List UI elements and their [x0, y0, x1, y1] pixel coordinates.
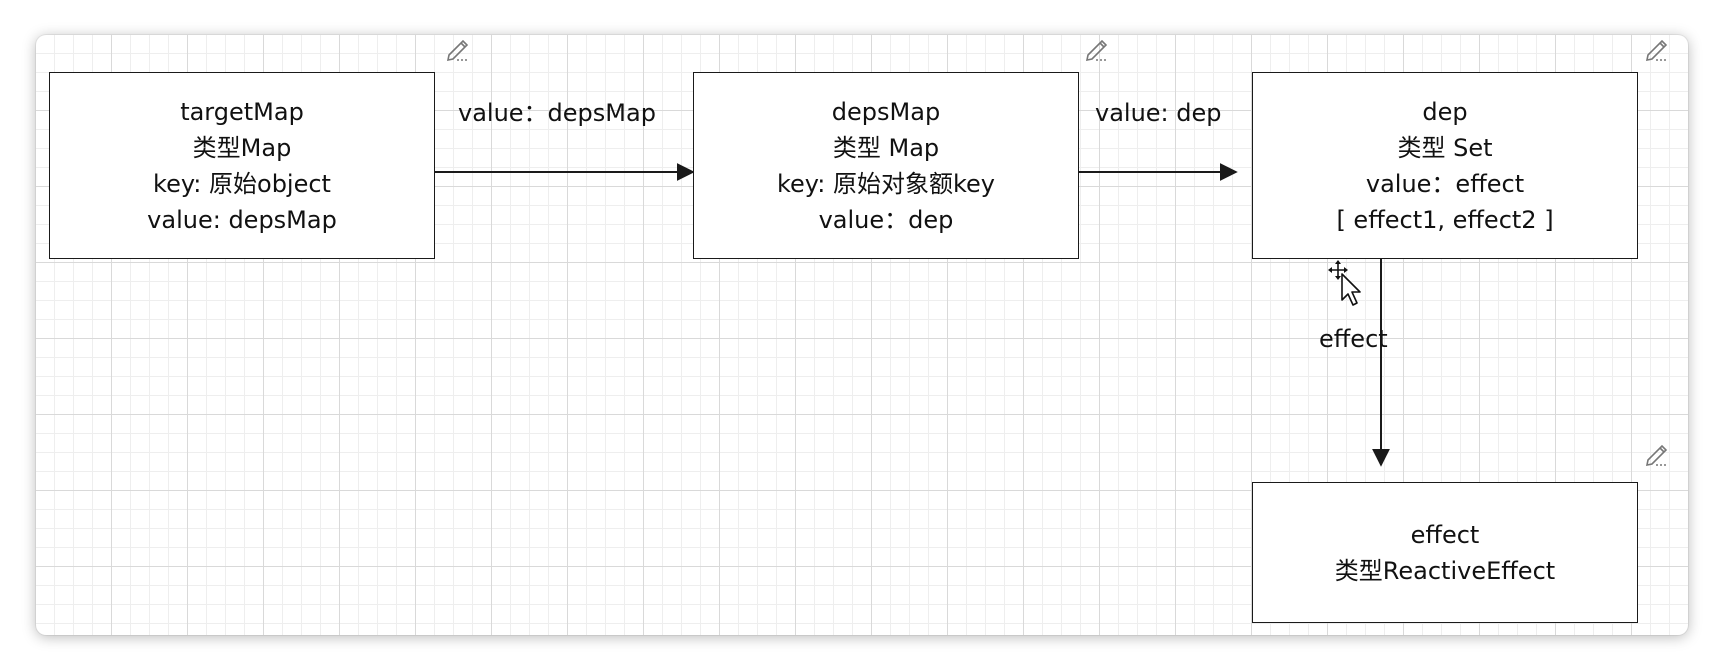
node-effect-line: effect: [1410, 520, 1480, 549]
edge-label-value-depsmap: value：depsMap: [458, 99, 656, 127]
pencil-edit-icon[interactable]: [443, 35, 473, 63]
node-depsmap-line: 类型 Map: [832, 133, 940, 162]
node-depsmap-line: key: 原始对象额key: [777, 169, 995, 198]
pencil-edit-icon[interactable]: [1642, 35, 1672, 63]
edge-label-value-dep: value: dep: [1095, 99, 1222, 127]
node-depsmap[interactable]: depsMap 类型 Map key: 原始对象额key value：dep: [693, 72, 1079, 259]
node-dep-line: [ effect1, effect2 ]: [1336, 205, 1554, 234]
node-targetmap[interactable]: targetMap 类型Map key: 原始object value: dep…: [49, 72, 435, 259]
pencil-edit-icon[interactable]: [1642, 438, 1672, 468]
diagram-canvas[interactable]: value：depsMap value: dep effect targetMa…: [36, 35, 1688, 635]
move-cursor-icon: [1328, 260, 1361, 306]
pencil-edit-icon[interactable]: [1082, 35, 1112, 63]
node-targetmap-line: key: 原始object: [153, 169, 331, 198]
node-targetmap-line: value: depsMap: [147, 205, 337, 234]
pointer-cursor-icon: [1341, 273, 1361, 306]
node-depsmap-line: value：dep: [818, 205, 954, 234]
node-dep[interactable]: dep 类型 Set value：effect [ effect1, effec…: [1252, 72, 1638, 259]
edge-label-effect: effect: [1319, 325, 1388, 353]
node-dep-line: value：effect: [1365, 169, 1525, 198]
node-targetmap-line: 类型Map: [192, 133, 292, 162]
edges-layer: [435, 163, 1390, 467]
node-depsmap-line: depsMap: [831, 97, 941, 126]
node-effect[interactable]: effect 类型ReactiveEffect: [1252, 482, 1638, 623]
node-effect-line: 类型ReactiveEffect: [1334, 556, 1556, 585]
node-targetmap-line: targetMap: [180, 97, 304, 126]
node-dep-line: 类型 Set: [1397, 133, 1493, 162]
node-dep-line: dep: [1422, 97, 1468, 126]
